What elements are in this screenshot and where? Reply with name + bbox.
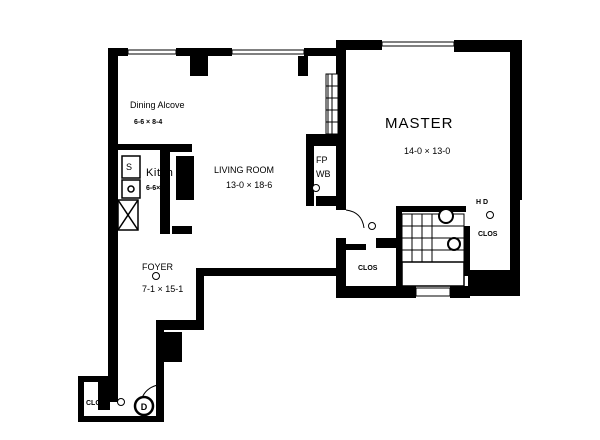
kitchen-dim: 6-6×6 [146, 185, 164, 192]
foyer-dim: 7-1 × 15-1 [142, 284, 183, 294]
d-marker-label: D [141, 402, 148, 412]
foyer-name: FOYER [142, 262, 174, 272]
living-room-name: LIVING ROOM [214, 165, 274, 175]
kitchen-sink-label: S [126, 162, 132, 172]
living-room-dim: 13-0 × 18-6 [226, 180, 272, 190]
d-marker-icon [133, 395, 155, 417]
master-closet-label: CLOS [478, 231, 498, 238]
kitchen-name: Kitch [146, 167, 173, 179]
walls [78, 40, 522, 422]
bathtub-icon [401, 261, 465, 287]
center-closet-label: CLOS [358, 265, 378, 272]
door-swings [139, 209, 365, 411]
sink-icon [121, 155, 141, 179]
washbasin-icon [447, 237, 461, 251]
kitchen-fixtures [117, 155, 193, 231]
dining-alcove-dim: 6-6 × 8-4 [134, 119, 162, 126]
woodbin-label: WB [316, 169, 331, 179]
master-dim: 14-0 × 13-0 [404, 146, 450, 156]
window-mullions [326, 74, 338, 134]
light-markers [117, 184, 494, 406]
windows [127, 41, 455, 297]
toilet-icon [438, 208, 454, 224]
fireplace-label: FP [316, 155, 328, 165]
refrigerator-icon [117, 199, 139, 231]
entry-closet-label: CLOS [86, 400, 106, 407]
master-name: MASTER [385, 115, 454, 132]
hd-label: H D [476, 199, 488, 206]
door-swing-master [345, 209, 365, 229]
dining-alcove-name: Dining Alcove [130, 100, 185, 110]
stove-icon [121, 179, 141, 199]
bathroom [401, 213, 465, 287]
foyer-closet-label: CLOS [164, 321, 184, 328]
